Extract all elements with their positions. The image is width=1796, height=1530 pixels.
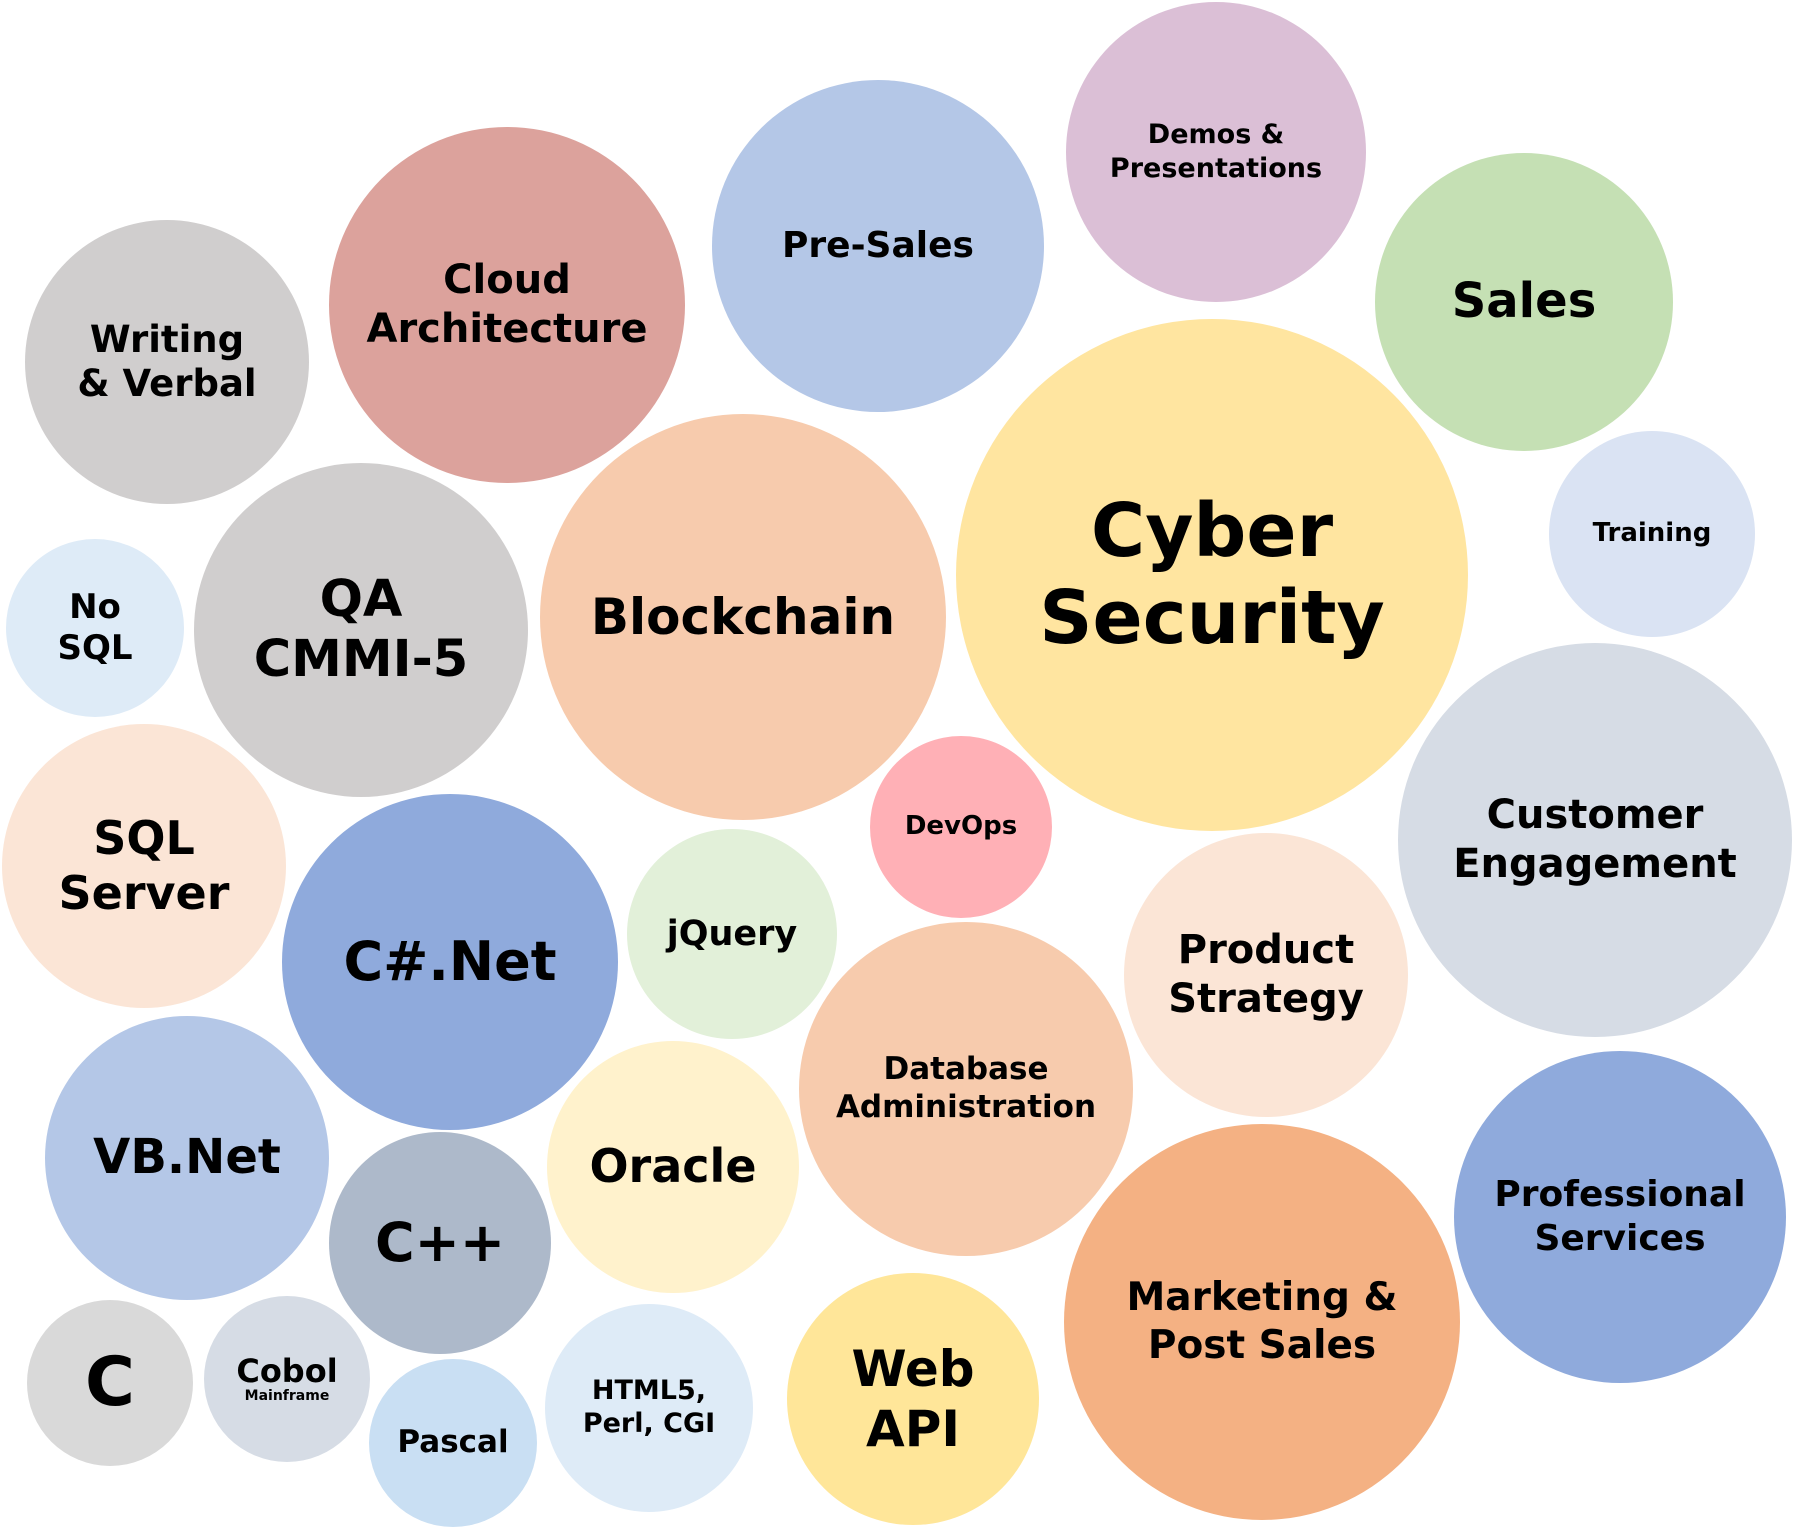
bubble-label: C#.Net [343,930,556,995]
bubble-writing-verbal: Writing& Verbal [25,220,309,504]
bubble-label-line: Blockchain [590,588,896,646]
bubble-label-line: Pre-Sales [782,225,974,267]
bubble-label-line: Post Sales [1147,1323,1377,1368]
bubble-label-line: Perl, CGI [582,1408,716,1439]
bubble-pre-sales: Pre-Sales [712,80,1044,412]
bubble-label: Training [1593,518,1712,549]
bubble-oracle: Oracle [547,1041,799,1293]
bubble-label: Pre-Sales [782,224,974,267]
bubble-label-line: Cobol [236,1351,338,1390]
bubble-label: DevOps [905,811,1017,842]
bubble-label-line: Customer [1486,792,1704,839]
bubble-label-line: Product [1177,927,1355,974]
bubble-label: C++ [375,1211,505,1276]
bubble-sales: Sales [1375,153,1673,451]
bubble-label-line: HTML5, [591,1375,707,1407]
bubble-label-line: Marketing & [1126,1275,1398,1321]
bubble-label-line: & Verbal [77,362,257,405]
bubble-label-line: Server [58,866,230,920]
bubble-label-line: Training [1592,518,1712,549]
bubble-label: C [85,1342,135,1424]
bubble-label: Blockchain [591,587,895,647]
bubble-label-line: jQuery [666,914,798,954]
bubble-label-line: Sales [1451,273,1597,330]
bubble-c-sharp-net: C#.Net [282,794,618,1130]
bubble-label: jQuery [667,913,797,955]
bubble-label-line: Pascal [397,1424,509,1461]
bubble-label-line: Cloud [443,257,571,304]
bubble-label: HTML5,Perl, CGI [583,1375,715,1441]
bubble-c: C [27,1300,193,1466]
bubble-vb-net: VB.Net [45,1016,329,1300]
bubble-label: Pascal [397,1424,508,1461]
bubble-label: Writing& Verbal [77,318,256,407]
bubble-training: Training [1549,431,1755,637]
bubble-sublabel: Mainframe [244,1387,330,1404]
bubble-label: Demos &Presentations [1110,118,1322,186]
bubble-label-line: Architecture [366,306,648,352]
bubble-devops: DevOps [870,736,1052,918]
bubble-html5-perl-cgi: HTML5,Perl, CGI [545,1304,753,1512]
bubble-label-line: CMMI-5 [253,630,469,689]
bubble-label-line: Writing [89,317,245,361]
bubble-label-line: C [85,1343,135,1423]
bubble-label-line: C++ [374,1210,506,1274]
bubble-label-line: Web [851,1340,975,1398]
bubble-label-line: SQL [93,810,195,865]
bubble-blockchain: Blockchain [540,414,946,820]
bubble-label-line: Database [883,1051,1049,1088]
bubble-label-line: VB.Net [93,1129,281,1186]
bubble-marketing-post-sales: Marketing &Post Sales [1064,1124,1460,1520]
bubble-label: Marketing &Post Sales [1127,1274,1398,1369]
bubble-label-line: QA [319,570,403,630]
bubble-label-line: Demos & [1147,119,1285,151]
bubble-label-line: C#.Net [343,929,557,993]
bubble-label: Oracle [589,1139,756,1194]
bubble-pascal: Pascal [369,1359,537,1527]
bubble-demos-presentations: Demos &Presentations [1066,2,1366,302]
bubble-label-line: Strategy [1168,976,1364,1022]
bubble-label-line: Security [1039,575,1385,661]
bubble-label-line: Services [1534,1218,1706,1259]
bubble-label: Sales [1452,273,1597,331]
bubble-c-plus-plus: C++ [329,1132,551,1354]
bubble-jquery: jQuery [627,829,837,1039]
bubble-label-line: No [69,587,121,628]
bubble-label-line: DevOps [904,811,1018,842]
bubble-label-line: Administration [835,1089,1097,1125]
bubble-label-line: Engagement [1453,841,1737,887]
bubble-label-line: SQL [57,628,133,668]
bubble-label-line: Oracle [589,1139,757,1194]
bubble-label-line: Presentations [1109,153,1323,184]
bubble-label-line: Professional [1494,1174,1746,1216]
bubble-label-line: Cyber [1090,487,1334,574]
bubble-label: VB.Net [93,1129,281,1187]
bubble-label-line: API [866,1400,960,1458]
